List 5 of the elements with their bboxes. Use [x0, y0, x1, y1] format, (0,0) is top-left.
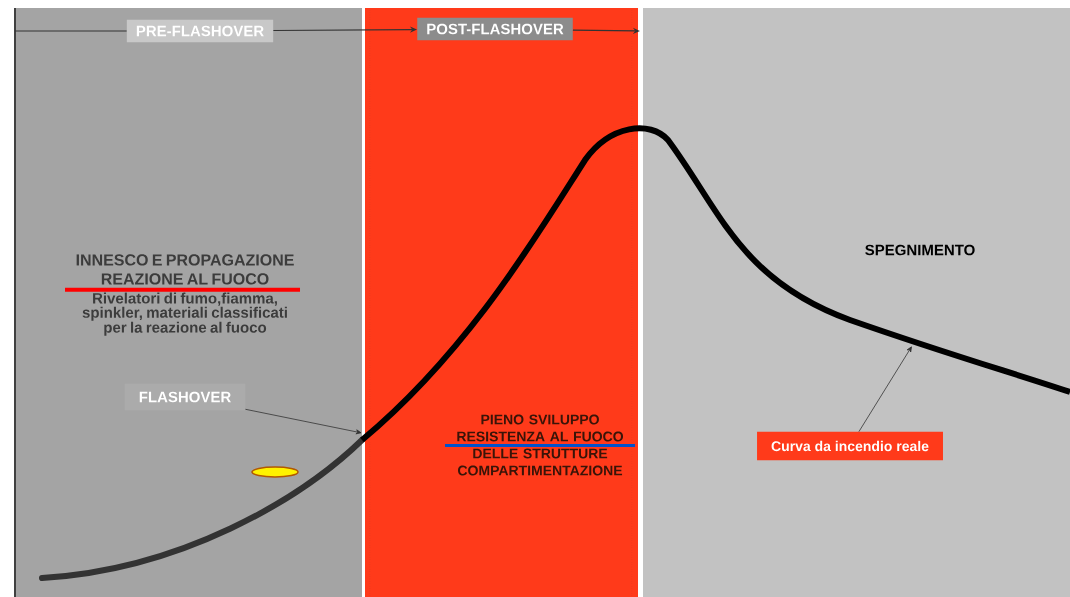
- arrow: [572, 27, 640, 34]
- phase-label-box: POST-FLASHOVER: [417, 17, 573, 41]
- leader-line: [858, 346, 912, 433]
- leader-line: [245, 408, 362, 435]
- fire-curve: [39, 125, 1070, 581]
